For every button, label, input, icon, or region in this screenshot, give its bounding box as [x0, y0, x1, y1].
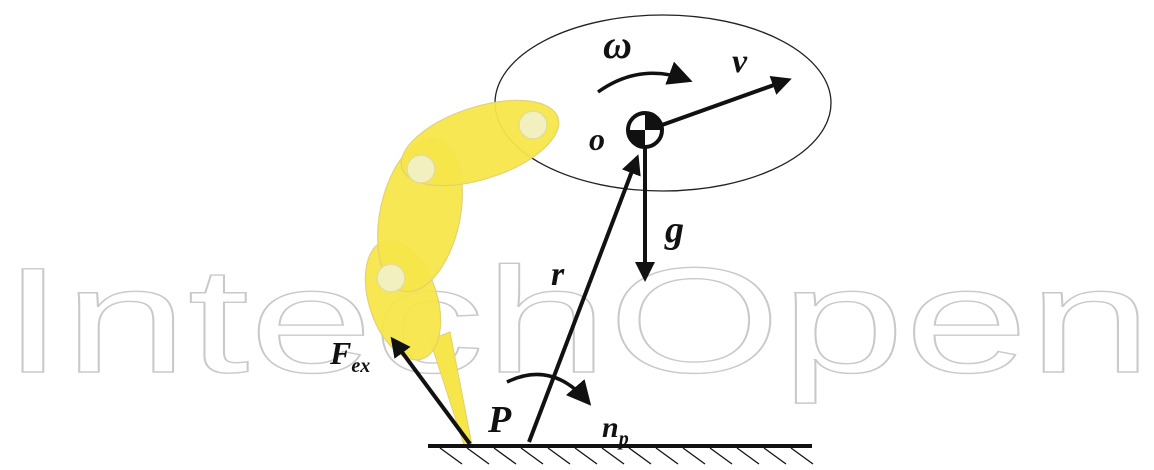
ground-hatching — [439, 447, 814, 465]
label-fex-subscript: ex — [351, 355, 370, 377]
label-omega: ω — [603, 22, 632, 67]
ground-hatch-stroke — [655, 447, 679, 465]
ground-hatch-stroke — [601, 447, 625, 465]
ground-hatch-stroke — [520, 447, 544, 465]
leg-limb — [364, 99, 560, 446]
label-fex: Fex — [329, 335, 370, 377]
label-g: g — [664, 209, 684, 251]
ground-hatch-stroke — [466, 447, 490, 465]
vector-v-arrow — [647, 75, 792, 132]
center-of-mass-icon — [626, 111, 664, 149]
label-p: P — [487, 399, 512, 441]
ground-hatch-stroke — [763, 447, 787, 465]
vector-fex-arrow — [390, 336, 472, 446]
joint-hip — [518, 110, 548, 140]
label-np-main: n — [602, 411, 619, 444]
label-np-subscript: p — [617, 428, 629, 450]
omega-rotation-arc — [596, 61, 693, 94]
label-np: np — [602, 411, 629, 450]
label-r: r — [551, 256, 565, 293]
ground-hatch-stroke — [439, 447, 463, 465]
ground-hatch-stroke — [493, 447, 517, 465]
ground-hatch-stroke — [736, 447, 760, 465]
ground-hatch-stroke — [682, 447, 706, 465]
ground-hatch-stroke — [547, 447, 571, 465]
ground-hatch-stroke — [790, 447, 814, 465]
label-fex-main: F — [329, 335, 351, 371]
ground-hatch-stroke — [709, 447, 733, 465]
label-o: o — [589, 121, 605, 157]
joint-knee — [406, 154, 436, 184]
joint-ankle — [376, 263, 406, 293]
ground — [428, 444, 814, 465]
ground-hatch-stroke — [574, 447, 598, 465]
vector-r-arrow — [527, 154, 641, 443]
ground-hatch-stroke — [628, 447, 652, 465]
body-ellipse — [494, 14, 832, 192]
moment-np-arc — [506, 372, 592, 406]
label-v: v — [732, 43, 748, 80]
